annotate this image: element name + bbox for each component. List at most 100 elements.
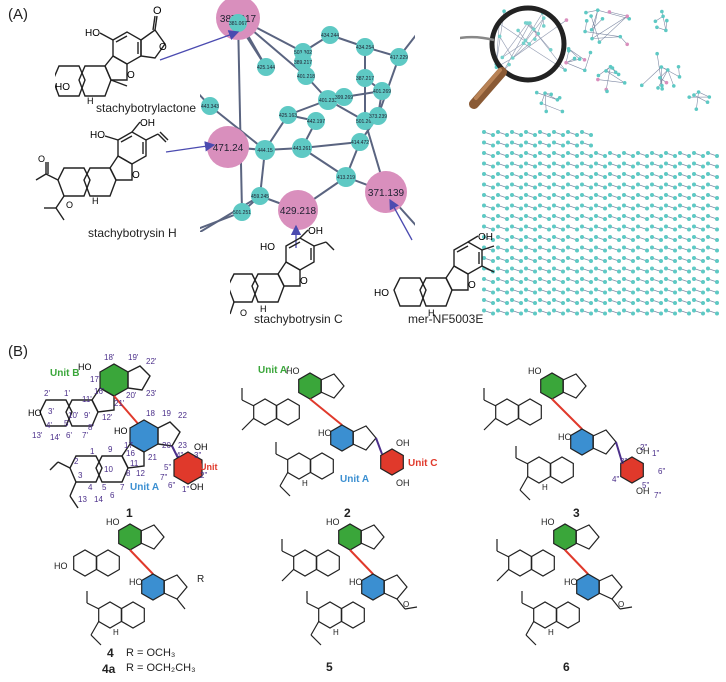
svg-text:443.261: 443.261 xyxy=(293,146,311,152)
svg-text:HO: HO xyxy=(326,517,340,527)
network-node: 429.218 xyxy=(278,190,318,230)
label-unit-c-2: Unit C xyxy=(408,458,438,469)
svg-text:16': 16' xyxy=(94,387,105,396)
network-node: 501.251 xyxy=(233,203,251,221)
svg-text:4: 4 xyxy=(88,483,93,492)
svg-text:425.144: 425.144 xyxy=(257,65,275,71)
svg-text:HO: HO xyxy=(349,577,363,587)
network-node: 434.254 xyxy=(356,38,374,56)
atom-number: 6" xyxy=(658,467,665,476)
structure-compound-4: HO HO HO H xyxy=(54,517,188,646)
svg-text:H: H xyxy=(542,483,548,492)
svg-text:O: O xyxy=(132,170,140,181)
compound-number-4: 4 xyxy=(107,646,114,660)
svg-text:387.217: 387.217 xyxy=(356,76,374,82)
network-edge xyxy=(237,17,243,213)
network-node: 417.229 xyxy=(390,48,408,66)
network-node: 387.217 xyxy=(356,69,374,87)
svg-text:8': 8' xyxy=(88,423,94,432)
svg-text:OH: OH xyxy=(636,486,650,496)
svg-text:371.139: 371.139 xyxy=(368,188,405,199)
atom-number: 5" xyxy=(642,481,649,490)
network-arrows xyxy=(159,30,413,248)
svg-text:H: H xyxy=(87,96,94,106)
svg-text:18: 18 xyxy=(146,409,155,418)
structure-stachybotrysin-h: OH HO O O O H xyxy=(35,118,169,221)
label-stachybotrysin-h: stachybotrysin H xyxy=(88,226,177,240)
atom-number: 2" xyxy=(640,443,647,452)
svg-text:OH: OH xyxy=(140,118,155,129)
svg-text:HO: HO xyxy=(564,577,578,587)
svg-text:3': 3' xyxy=(48,407,54,416)
svg-text:23': 23' xyxy=(146,389,157,398)
network-node: 399.269 xyxy=(335,88,353,106)
svg-text:20: 20 xyxy=(162,441,171,450)
svg-text:O: O xyxy=(468,280,476,291)
svg-text:HO: HO xyxy=(129,577,143,587)
network-node: 414.472 xyxy=(351,133,369,151)
structure-stachybotrysin-c: OH HO O O H xyxy=(230,226,335,318)
svg-text:HO: HO xyxy=(106,517,120,527)
magnifier-icon xyxy=(489,5,567,83)
svg-text:14': 14' xyxy=(50,433,61,442)
svg-text:17': 17' xyxy=(90,375,101,384)
label-stachybotrysin-c: stachybotrysin C xyxy=(254,312,343,326)
svg-text:4': 4' xyxy=(46,421,52,430)
svg-text:19': 19' xyxy=(128,353,139,362)
svg-text:434.244: 434.244 xyxy=(321,33,339,39)
svg-text:O: O xyxy=(240,308,247,318)
structure-compound-1: Unit B HO HO HO Unit A OH OH Unit C 18' … xyxy=(28,353,218,509)
svg-text:H: H xyxy=(113,628,119,637)
svg-text:21': 21' xyxy=(114,399,125,408)
network-node: 459.245 xyxy=(251,187,269,205)
svg-text:6': 6' xyxy=(66,431,72,440)
svg-text:2': 2' xyxy=(44,389,50,398)
svg-text:471.24: 471.24 xyxy=(213,143,244,154)
substituent-r-label: R xyxy=(197,574,205,585)
network-node: 425.163 xyxy=(279,106,297,124)
svg-text:1": 1" xyxy=(182,485,189,494)
network-node: 373.239 xyxy=(369,107,387,125)
svg-text:401.233: 401.233 xyxy=(319,98,337,104)
svg-text:9: 9 xyxy=(108,445,113,454)
compound-number-1: 1 xyxy=(126,506,133,520)
panel-label-b: (B) xyxy=(8,343,28,360)
svg-text:OH: OH xyxy=(396,438,410,448)
svg-text:16: 16 xyxy=(126,449,135,458)
svg-text:HO: HO xyxy=(114,426,128,436)
svg-text:434.254: 434.254 xyxy=(356,45,374,51)
svg-text:503.302: 503.302 xyxy=(294,50,312,56)
svg-text:7: 7 xyxy=(120,483,125,492)
svg-text:399.269: 399.269 xyxy=(335,95,353,101)
svg-text:HO: HO xyxy=(90,130,105,141)
svg-text:OH: OH xyxy=(194,442,208,452)
svg-text:2": 2" xyxy=(200,471,207,480)
overview-clusters xyxy=(494,8,712,114)
network-node: 413.219 xyxy=(336,167,356,187)
svg-text:22: 22 xyxy=(178,411,187,420)
label-unit-b: Unit B xyxy=(50,368,79,379)
svg-text:444.15: 444.15 xyxy=(257,148,273,154)
compound-number-4a: 4a xyxy=(102,662,116,676)
svg-text:2: 2 xyxy=(74,457,79,466)
svg-text:3": 3" xyxy=(194,451,201,460)
svg-text:7': 7' xyxy=(82,431,88,440)
substituent-r-4a: R = OCH₂CH₃ xyxy=(126,662,196,674)
structure-stachybotrylactone: O O HO O HO H xyxy=(55,5,167,106)
atom-number: 3" xyxy=(620,457,627,466)
network-node: 443.261 xyxy=(292,138,312,158)
network-nodes: 387.217471.24429.218371.139381.067425.14… xyxy=(201,0,408,230)
svg-text:11: 11 xyxy=(130,459,139,468)
svg-text:HO: HO xyxy=(55,82,70,93)
network-node: 442.197 xyxy=(307,112,325,130)
svg-text:9': 9' xyxy=(84,411,90,420)
svg-text:HO: HO xyxy=(54,561,68,571)
svg-text:443.343: 443.343 xyxy=(201,104,219,110)
svg-text:12': 12' xyxy=(102,413,113,422)
network-node: 434.244 xyxy=(321,26,339,44)
svg-text:O: O xyxy=(618,600,624,609)
svg-text:21: 21 xyxy=(148,453,157,462)
svg-text:HO: HO xyxy=(558,432,572,442)
